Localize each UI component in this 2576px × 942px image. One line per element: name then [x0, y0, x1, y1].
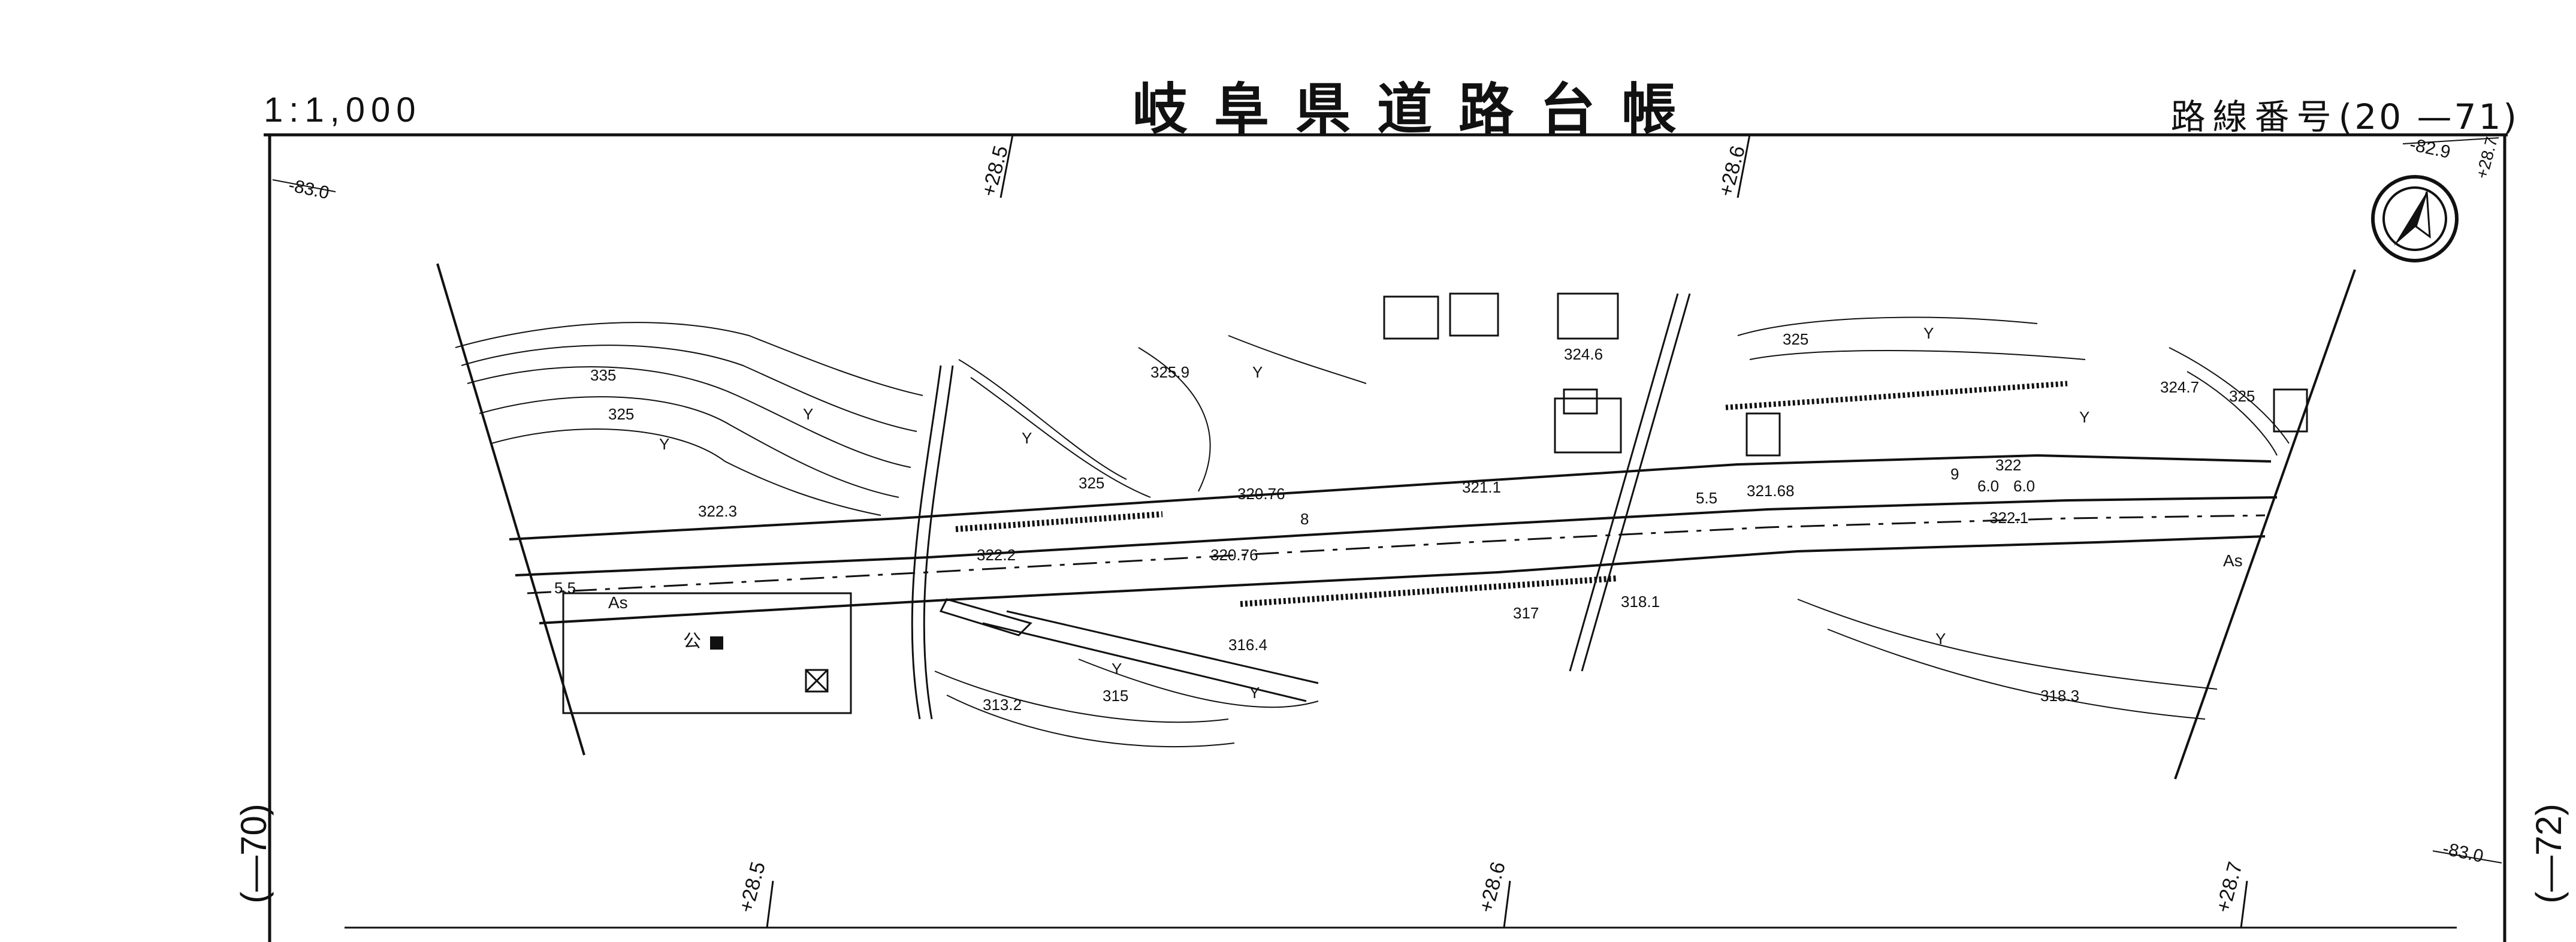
stream-east-2 — [1581, 293, 1691, 672]
slope-protection-north — [1725, 381, 2068, 410]
grid-tick-top-right — [2402, 137, 2499, 144]
route-label: 路線番号 — [2170, 96, 2339, 137]
vegetation-symbol: Y — [1935, 630, 1946, 648]
elevation-label: 5.5 — [554, 579, 576, 597]
stream-west-1 — [911, 365, 942, 720]
vegetation-symbol: Y — [1022, 429, 1032, 447]
page-title: 岐阜県道路台帳 — [1133, 77, 1704, 141]
grid-label-bottom-right: -83.0 — [2441, 839, 2486, 866]
grid-tick-bottom-right — [2432, 850, 2502, 864]
elevation-label: 320.76 — [1210, 546, 1258, 564]
elevation-label: 313.2 — [983, 696, 1022, 714]
grid-tick-bottom-1 — [766, 880, 774, 928]
elevation-label: 324.6 — [1564, 345, 1603, 363]
elevation-label: 5.5 — [1696, 489, 1717, 507]
elevation-label: 316.4 — [1228, 636, 1267, 654]
elevation-label: 6.0 — [1977, 477, 1999, 495]
elevation-label: 325 — [2229, 387, 2255, 405]
grid-tick-left — [272, 179, 336, 192]
retaining-wall-north — [955, 511, 1163, 532]
elevation-label: 9 — [1950, 465, 1959, 483]
elevation-label: 322.3 — [698, 502, 737, 520]
route-number: 20 —71 — [2354, 96, 2503, 137]
elevation-label: 324.7 — [2160, 378, 2199, 396]
contour-lines — [455, 316, 2290, 748]
survey-boundary-left — [436, 263, 585, 756]
elevation-label: 325 — [1079, 474, 1104, 492]
grid-tick-top-2 — [1737, 134, 1751, 198]
vegetation-symbol: Y — [1252, 363, 1263, 381]
vegetation-symbol: Y — [659, 435, 669, 453]
elevation-label: 322 — [1995, 456, 2021, 474]
vegetation-symbol: Y — [2079, 408, 2089, 426]
grid-label-top-right-2: +28.7 — [2472, 135, 2501, 180]
elevation-label: 322.1 — [1989, 509, 2028, 527]
elevation-label: 321.1 — [1462, 478, 1501, 496]
elevation-labels: 335 325 325.9 325 322.3 325 320.76 8 320… — [554, 330, 2255, 714]
surface-label-as-left: As — [608, 593, 628, 612]
road-centerline — [527, 514, 2266, 594]
elevation-label: 318.3 — [2040, 687, 2079, 705]
survey-boundary-right — [2174, 269, 2356, 780]
elevation-label: 8 — [1300, 510, 1309, 528]
crossing-structure — [939, 598, 1319, 702]
elevation-label: 325 — [1783, 330, 1808, 348]
grid-label-bottom-1: +28.5 — [735, 859, 770, 915]
cross-box-icon — [805, 669, 829, 693]
retaining-wall-south — [1240, 575, 1618, 607]
grid-tick-bottom-3 — [2240, 880, 2248, 928]
grid-label-top-left: -83.0 — [287, 176, 331, 203]
elevation-label: 325 — [608, 405, 634, 423]
grid-label-top-2: +28.6 — [1714, 143, 1750, 199]
north-arrow-icon — [2371, 175, 2459, 262]
elevation-label: 335 — [590, 366, 616, 384]
road-edge-north — [509, 454, 2272, 541]
vegetation-symbol: Y — [1249, 684, 1260, 702]
grid-label-top-right-1: -82.9 — [2408, 135, 2453, 162]
grid-tick-bottom-2 — [1503, 880, 1511, 928]
elevation-label: 317 — [1513, 604, 1539, 622]
park-marker-icon — [710, 636, 723, 650]
grid-label-bottom-2: +28.6 — [1475, 859, 1510, 915]
vegetation-symbol: Y — [1923, 324, 1934, 342]
elevation-label: 315 — [1103, 687, 1128, 705]
road-edge-south — [539, 535, 2266, 624]
stream-east-1 — [1569, 293, 1679, 672]
grid-label-bottom-3: +28.7 — [2212, 859, 2247, 915]
route-number-label: 路線番号(20 —71) — [2170, 96, 2519, 137]
road-edge-north-inner — [515, 496, 2278, 576]
elevation-label: 322.2 — [977, 546, 1016, 564]
grid-tick-top-1 — [999, 134, 1014, 198]
elevation-label: 325.9 — [1150, 363, 1189, 381]
vegetation-symbols: Y Y Y Y Y Y Y Y Y — [659, 324, 2089, 702]
buildings — [562, 292, 2308, 714]
elevation-label: 6.0 — [2013, 477, 2035, 495]
map-scale: 1:1,000 — [264, 90, 422, 129]
elevation-label: 320.76 — [1237, 485, 1285, 503]
grid-label-top-1: +28.5 — [977, 143, 1013, 199]
vegetation-symbol: Y — [1112, 660, 1122, 678]
surface-label-as-right: As — [2223, 551, 2243, 570]
stream-west-2 — [923, 365, 954, 720]
vegetation-symbol: Y — [803, 405, 813, 423]
elevation-label: 321.68 — [1747, 482, 1795, 500]
elevation-label: 318.1 — [1621, 593, 1660, 611]
park-label: 公 — [683, 632, 701, 651]
